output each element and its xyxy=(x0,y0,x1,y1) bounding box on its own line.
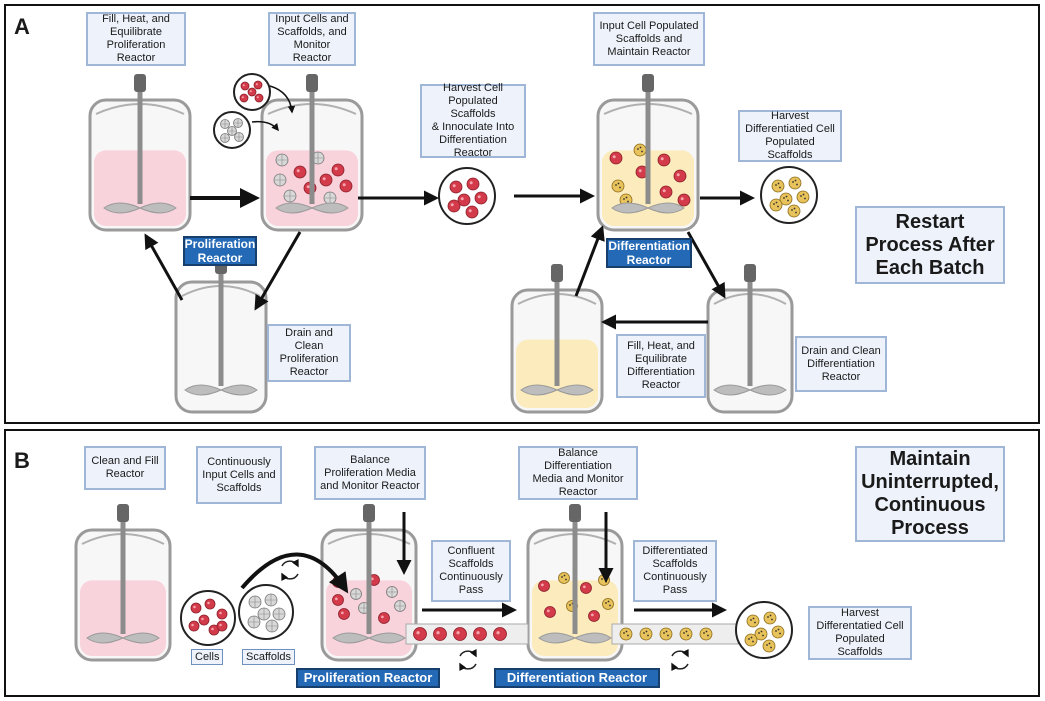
step-fill-diff-label: Fill, Heat, and Equilibrate Differentiat… xyxy=(616,334,706,398)
step-fill-label: Fill, Heat, and Equilibrate Proliferatio… xyxy=(86,12,186,66)
cycle-icon-input xyxy=(281,558,299,582)
step-harvest-b-label: Harvest Differentatied Cell Populated Sc… xyxy=(808,606,912,660)
maintain-process-label: Maintain Uninterrupted, Continuous Proce… xyxy=(855,446,1005,542)
step-differentiated-label: Differentiated Scaffolds Continuously Pa… xyxy=(633,540,717,602)
cells-label: Cells xyxy=(191,649,224,665)
arrow-cells-into-reactor xyxy=(269,85,296,114)
transfer-tube-diff xyxy=(611,623,739,645)
differentiation-drain-vessel xyxy=(706,264,794,414)
cells-bubble-b xyxy=(180,590,236,646)
cycle-icon-prolif xyxy=(459,648,477,672)
arrow-fill-diff-to-active xyxy=(574,225,605,297)
arrow-scaffolds-into-reactor xyxy=(251,120,279,132)
restart-process-label: Restart Process After Each Batch xyxy=(855,206,1005,284)
arrow-drain-to-fill xyxy=(144,233,184,301)
harvest-bubble-a xyxy=(438,167,496,225)
scaffolds-label: Scaffolds xyxy=(242,649,296,665)
step-harvest-transfer-label: Harvest Cell Populated Scaffolds & Innoc… xyxy=(420,82,526,159)
proliferation-vessel-b xyxy=(320,504,418,662)
panel-b xyxy=(4,429,1040,697)
proliferation-drain-vessel xyxy=(174,256,268,414)
differentiation-reactor-tag-b: Differentiation Reactor xyxy=(494,668,660,688)
panel-a xyxy=(4,4,1040,424)
harvest-bubble-b xyxy=(735,601,793,659)
panel-b-letter: B xyxy=(14,448,30,473)
clean-fill-vessel-b xyxy=(74,504,172,662)
step-input-maintain-label: Input Cell Populated Scaffolds and Maint… xyxy=(593,12,705,66)
step-harvest-diff-label: Harvest Differentiatied Cell Populated S… xyxy=(738,110,842,162)
step-drain-diff-label: Drain and Clean Differentiation Reactor xyxy=(795,336,887,392)
scaffolds-bubble-a xyxy=(213,111,251,149)
transfer-tube-prolif xyxy=(405,623,529,645)
proliferation-reactor-tag-b: Proliferation Reactor xyxy=(296,668,440,688)
step-balance-diff-label: Balance Differentiation Media and Monito… xyxy=(518,446,638,500)
step-drain-prolif-label: Drain and Clean Proliferation Reactor xyxy=(267,324,351,382)
step-balance-prolif-label: Balance Proliferation Media and Monitor … xyxy=(314,446,426,500)
step-continuous-input-label: Continuously Input Cells and Scaffolds xyxy=(196,446,282,504)
differentiation-vessel-b xyxy=(526,504,624,662)
proliferation-reactor-tag: Proliferation Reactor xyxy=(183,236,257,266)
differentiation-reactor-tag: Differentiation Reactor xyxy=(606,238,692,268)
differentiation-active-vessel xyxy=(596,74,700,232)
cells-bubble-a xyxy=(233,73,271,111)
cycle-icon-diff xyxy=(671,648,689,672)
proliferation-fill-vessel xyxy=(88,74,192,232)
step-confluent-label: Confluent Scaffolds Continuously Pass xyxy=(431,540,511,602)
step-clean-fill-label: Clean and Fill Reactor xyxy=(84,446,166,490)
step-input-label: Input Cells and Scaffolds, and Monitor R… xyxy=(268,12,356,66)
arrow-input-into-prolif-b xyxy=(240,552,349,594)
arrow-diff-to-drain xyxy=(686,231,726,299)
arrow-active-to-drain xyxy=(254,231,302,311)
differentiation-fill-vessel xyxy=(510,264,604,414)
harvest-diff-bubble-a xyxy=(760,166,818,224)
panel-a-letter: A xyxy=(14,14,30,39)
scaffolds-bubble-b xyxy=(238,584,294,640)
proliferation-active-vessel xyxy=(260,74,364,232)
